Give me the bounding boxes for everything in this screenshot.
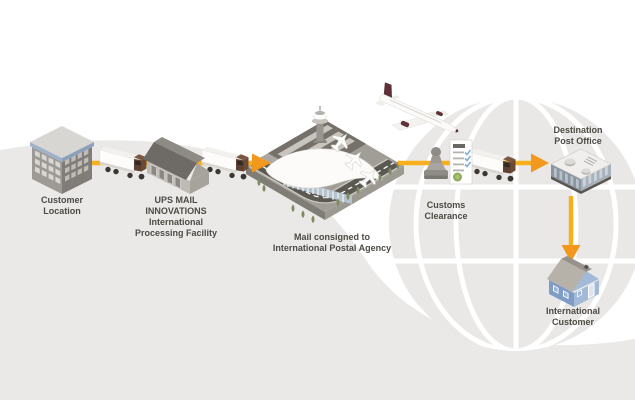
airplane-icon [374,82,459,133]
customs-clearance-icon [424,139,473,185]
globe-grid [389,97,635,351]
checkmark-icon [464,149,472,168]
control-tower-icon [312,106,328,143]
label-customs-clearance: Customs Clearance [424,200,468,221]
airplane-tail-fin [383,82,392,99]
label-destination-post-office: Destination Post Office [553,125,603,146]
label-ups-facility: UPS MAIL INNOVATIONS International Proce… [134,195,218,238]
customer-house-icon [547,256,599,307]
label-postal-agency: Mail consigned to International Postal A… [272,232,392,253]
customs-document-icon [449,139,473,185]
background-hill [0,140,635,400]
post-office-building-icon [550,148,612,194]
label-customer-location: Customer Location [40,195,84,216]
label-international-customer: International Customer [545,306,601,327]
flow-arrowhead-1 [252,153,271,173]
house-door [588,282,595,299]
flow-arrowhead-3 [561,245,581,262]
ups-processing-facility-icon [143,137,209,194]
airport-terminal-icon [246,106,404,223]
flow-arrowhead-2 [531,153,549,173]
customs-stamp-icon [424,147,448,179]
customer-building-icon [30,126,94,194]
